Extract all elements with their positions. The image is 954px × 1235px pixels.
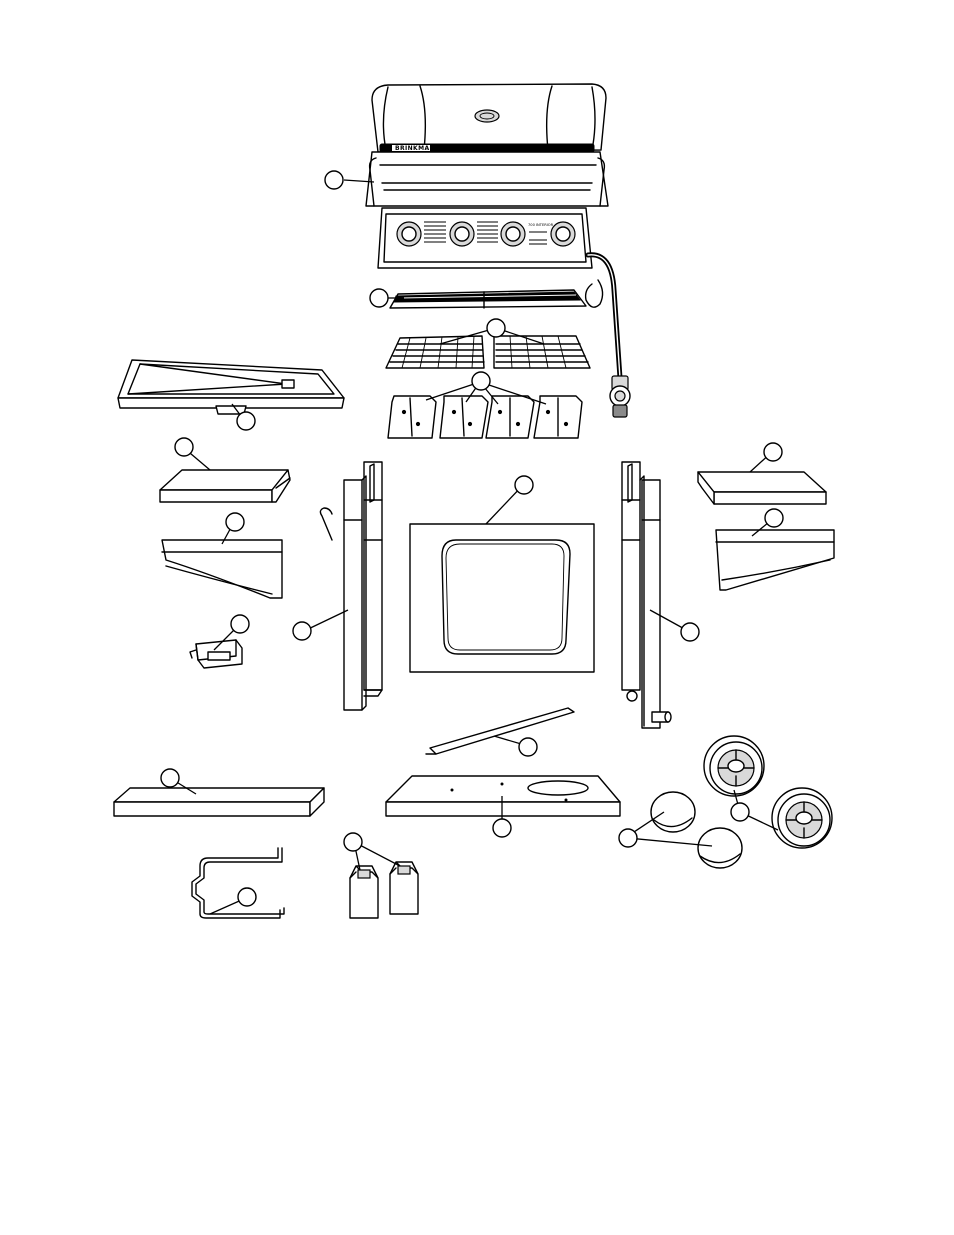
callout-grease-tray — [237, 412, 255, 430]
callout-back-panel — [515, 476, 533, 494]
callout-heat-tents — [472, 372, 490, 390]
callout-grill-head — [325, 171, 343, 189]
thermometer-icon — [475, 110, 499, 122]
left-side-shelf-panel — [162, 540, 282, 598]
callout-wheels — [731, 803, 749, 821]
grease-tray — [118, 360, 344, 414]
right-leg-assembly — [622, 462, 671, 728]
grease-cup-holder — [190, 640, 242, 668]
hubcaps — [651, 792, 742, 868]
control-panel-text: 700 INTERIOR — [528, 223, 554, 227]
callout-warming-rack — [370, 289, 388, 307]
tank-hanger — [192, 848, 284, 918]
bottom-shelf — [386, 776, 620, 816]
callout-left-side-shelf — [175, 438, 193, 456]
cooking-grates — [386, 336, 590, 368]
warming-rack — [390, 290, 586, 308]
callout-tank-hanger — [238, 888, 256, 906]
hook — [586, 280, 603, 307]
callout-cooking-grates — [487, 319, 505, 337]
gas-hose-regulator — [588, 255, 630, 417]
callout-right-side-shelf — [764, 443, 782, 461]
left-side-shelf — [160, 470, 290, 502]
callout-right-shelf-panel — [765, 509, 783, 527]
front-brace — [426, 708, 574, 754]
callout-right-leg — [681, 623, 699, 641]
callout-grease-cup-holder — [231, 615, 249, 633]
callout-left-leg — [293, 622, 311, 640]
back-panel — [410, 524, 594, 672]
bottom-brace — [114, 788, 324, 816]
callout-hubcaps — [619, 829, 637, 847]
side-hook — [320, 508, 332, 540]
right-side-shelf-panel — [716, 530, 834, 590]
callout-left-shelf-panel — [226, 513, 244, 531]
right-side-shelf — [698, 472, 826, 504]
callout-caster-covers — [344, 833, 362, 851]
callout-bottom-shelf — [493, 819, 511, 837]
callout-front-brace — [519, 738, 537, 756]
grill-head: BRINKMANN 700 INTERIOR — [366, 84, 608, 268]
callout-bottom-brace — [161, 769, 179, 787]
heat-tents — [388, 396, 582, 438]
caster-covers — [350, 862, 418, 918]
brand-plate-text: BRINKMANN — [395, 145, 440, 152]
left-leg-assembly — [344, 462, 382, 710]
